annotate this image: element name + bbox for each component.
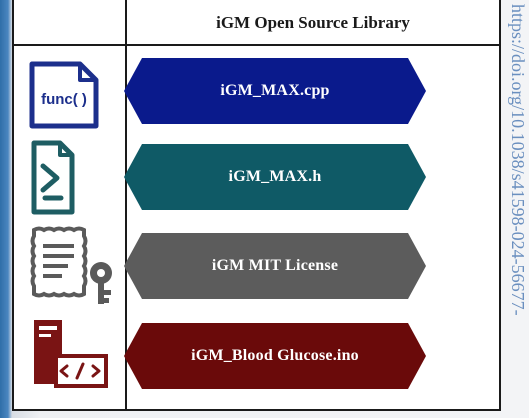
file-label-header: iGM_MAX.h: [228, 168, 322, 185]
file-label-ino: iGM_Blood Glucose.ino: [191, 347, 359, 364]
doi-link[interactable]: https://doi.org/10.1038/s41598-024-56677…: [508, 4, 528, 316]
column-divider: [125, 0, 127, 409]
terminal-file-icon: [28, 138, 78, 218]
func-icon-text: func( ): [41, 91, 87, 108]
file-banner-ino: iGM_Blood Glucose.ino: [124, 323, 426, 389]
file-label-cpp: iGM_MAX.cpp: [220, 82, 330, 99]
file-label-license: iGM MIT License: [211, 257, 339, 274]
file-banner-header: iGM_MAX.h: [124, 144, 426, 210]
table-title: iGM Open Source Library: [216, 13, 410, 32]
file-banner-cpp: iGM_MAX.cpp: [124, 58, 426, 124]
table-header-row: iGM Open Source Library: [14, 0, 499, 46]
file-banner-license: iGM MIT License: [124, 233, 426, 299]
code-server-icon: [30, 318, 112, 390]
function-file-icon: func( ): [26, 60, 102, 132]
doi-sidebar: https://doi.org/10.1038/s41598-024-56677…: [505, 2, 529, 418]
license-certificate-icon: [28, 224, 120, 308]
